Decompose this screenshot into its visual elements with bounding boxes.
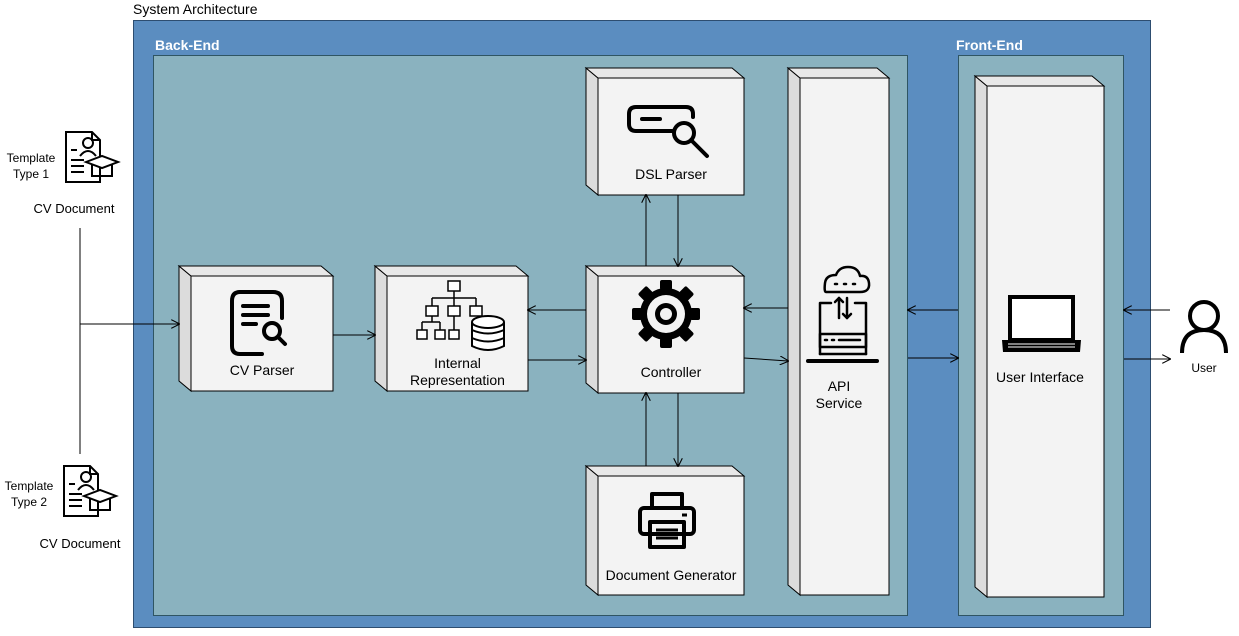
dsl-parser-label: DSL Parser — [635, 166, 707, 182]
laptop-icon — [1002, 295, 1081, 352]
search-bar-icon — [627, 105, 709, 158]
backend-label: Back-End — [155, 37, 220, 53]
frontend-label: Front-End — [956, 37, 1023, 53]
cv-document-2-label: CV Document — [39, 536, 121, 551]
document-search-icon — [230, 290, 287, 356]
template-type-2-label: Template Type 2 — [0, 478, 58, 510]
user-label: User — [1191, 361, 1217, 375]
template-type-2-text: Template Type 2 — [4, 479, 54, 509]
cv-document-icon — [63, 465, 119, 517]
template-type-1-text: Template Type 1 — [6, 151, 56, 181]
connectors — [79, 195, 1170, 466]
gear-icon — [632, 280, 700, 348]
template-type-1-label: Template Type 1 — [2, 150, 60, 182]
user-interface-label: User Interface — [996, 369, 1084, 385]
hierarchy-database-icon — [416, 280, 505, 351]
arrow-controller-to-api — [743, 358, 788, 361]
cloud-server-icon — [806, 265, 879, 363]
cv-parser-label: CV Parser — [229, 362, 295, 378]
printer-icon — [638, 492, 696, 549]
api-service-label: API Service — [815, 378, 863, 411]
cv-document-1-label: CV Document — [33, 201, 115, 216]
dsl-parser-box — [584, 66, 746, 197]
internal-representation-label: Internal Representation — [410, 355, 505, 388]
diagram-title: System Architecture — [133, 1, 258, 17]
cv-parser-box — [177, 264, 335, 393]
document-generator-label: Document Generator — [605, 567, 737, 583]
controller-label: Controller — [640, 364, 702, 380]
user-icon — [1180, 300, 1228, 354]
cv-document-icon — [65, 131, 121, 183]
api-service-box — [786, 66, 891, 597]
